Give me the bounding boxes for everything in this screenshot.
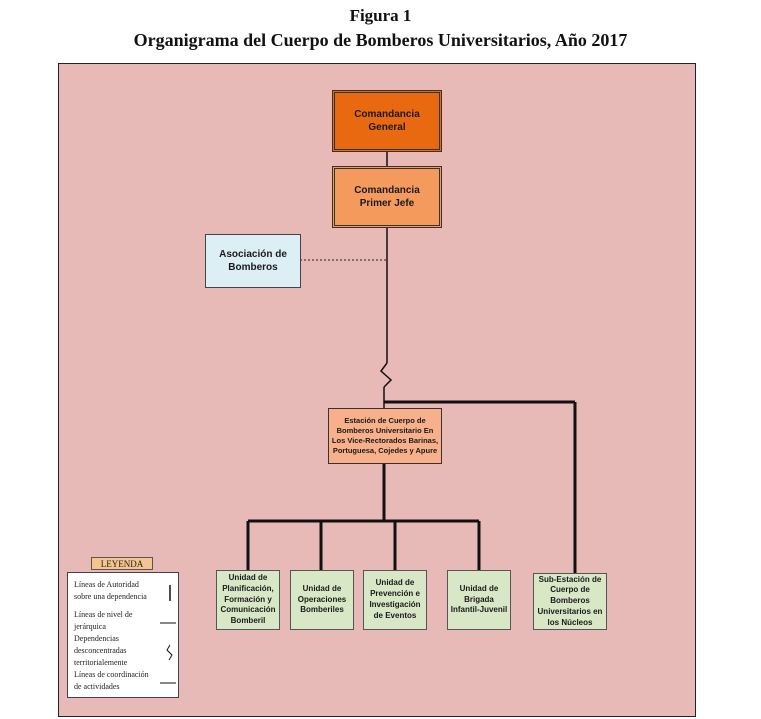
- node-unidad-operaciones: Unidad de Operaciones Bomberiles: [290, 570, 354, 630]
- node-comandancia-primer-jefe: Comandancia Primer Jefe: [332, 166, 442, 228]
- legend-item-coordinacion: Líneas de coordinación de actividades: [74, 670, 149, 691]
- legend-item-desconcentradas: Dependencias desconcentradas territorial…: [74, 634, 128, 667]
- legend-item-autoridad: Líneas de Autoridad sobre una dependenci…: [74, 580, 147, 601]
- legend-title: LEYENDA: [91, 557, 153, 570]
- node-unidad-prevencion: Unidad de Prevención e Investigación de …: [363, 570, 427, 630]
- node-unidad-planificacion: Unidad de Planificación, Formación y Com…: [216, 570, 280, 630]
- legend-item-nivel-jerarquico: Líneas de nivel de jerárquica: [74, 610, 133, 631]
- node-unidad-brigada: Unidad de Brigada Infantil-Juvenil: [447, 570, 511, 630]
- node-estacion: Estación de Cuerpo de Bomberos Universit…: [328, 408, 442, 464]
- zigzag-break: [379, 362, 393, 388]
- figure-title: Organigrama del Cuerpo de Bomberos Unive…: [133, 30, 628, 50]
- node-asociacion-bomberos: Asociación de Bomberos: [205, 234, 301, 288]
- legend-symbol-zigzag: [166, 644, 173, 661]
- node-comandancia-general: Comandancia General: [332, 90, 442, 152]
- legend-box: Líneas de Autoridad sobre una dependenci…: [67, 572, 179, 698]
- figure-label: Figura 1: [349, 6, 412, 25]
- node-sub-estacion: Sub-Estación de Cuerpo de Bomberos Unive…: [533, 573, 607, 630]
- legend-symbols: [160, 585, 176, 684]
